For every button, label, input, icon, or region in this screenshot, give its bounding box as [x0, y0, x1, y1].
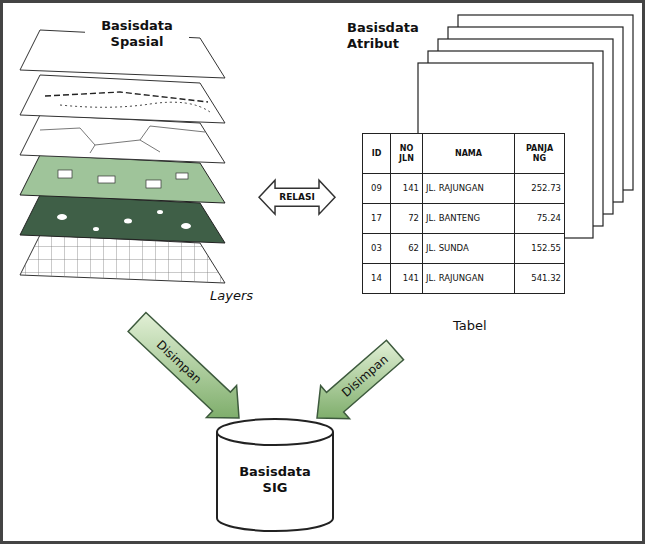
connector-label: Disimpan [340, 353, 390, 399]
table-cell: 252.73 [515, 174, 565, 204]
node-title: Basisdata Spasial [85, 18, 189, 49]
parcel [98, 176, 115, 183]
table-cell: 141 [391, 264, 423, 294]
cell-value: 03 [371, 244, 382, 254]
connector-label: Disimpan [155, 338, 204, 385]
table-cell: JL. SUNDA [423, 234, 515, 264]
table-cell: 75.24 [515, 204, 565, 234]
table-cell: 03 [363, 234, 391, 264]
table-cell: 152.55 [515, 234, 565, 264]
table-cell: 09 [363, 174, 391, 204]
connector-label: RELASI [279, 193, 315, 202]
cell-value: JL. RAJUNGAN [426, 274, 484, 284]
spot [124, 219, 132, 224]
column-header: NAMA [455, 149, 482, 158]
node-caption: Layers [210, 288, 253, 304]
table-header-cell: NO JLN [391, 134, 423, 174]
table-cell: 141 [391, 174, 423, 204]
cell-value: 141 [403, 274, 419, 284]
table-cell: 541.32 [515, 264, 565, 294]
table-cell: 17 [363, 204, 391, 234]
spatial-database: Basisdata SpasialLayers [15, 10, 259, 322]
cylinder-top [217, 419, 333, 445]
column-header: NO JLN [396, 144, 418, 162]
cell-value: JL. BANTENG [426, 214, 480, 224]
column-header: ID [372, 149, 382, 158]
table-header-cell: PANJA NG [515, 134, 565, 174]
relation-arrow [259, 180, 335, 214]
cylinder-body [217, 432, 333, 531]
spot [157, 210, 163, 214]
attribute-table: IDNO JLNNAMAPANJA NG09141JL. RAJUNGAN252… [362, 133, 565, 294]
cell-value: 62 [408, 244, 419, 254]
cell-value: 17 [371, 214, 382, 224]
table-cell: JL. RAJUNGAN [423, 174, 515, 204]
node-title: Basisdata Atribut [347, 20, 427, 51]
cell-value: 541.32 [531, 274, 561, 284]
dotted-line [60, 102, 210, 112]
table-cell: JL. BANTENG [423, 204, 515, 234]
gis-database-cylinder: Basisdata SIG [215, 418, 335, 533]
store-arrow [317, 340, 404, 419]
cell-value: 152.55 [531, 244, 561, 254]
parcel [58, 170, 72, 178]
parcel [146, 180, 161, 188]
spot [181, 223, 191, 229]
table-cell: 62 [391, 234, 423, 264]
store-arrow [128, 313, 239, 418]
node-caption: Tabel [453, 318, 487, 334]
table-header-cell: ID [363, 134, 391, 174]
table-cell: 72 [391, 204, 423, 234]
cell-value: 75.24 [537, 214, 561, 224]
cell-value: 252.73 [531, 184, 561, 194]
cell-value: 14 [371, 274, 382, 284]
parcel [176, 173, 188, 179]
cell-value: 141 [403, 184, 419, 194]
spot [57, 214, 67, 220]
table-cell: 14 [363, 264, 391, 294]
cell-value: JL. RAJUNGAN [426, 184, 484, 194]
layer-stack [20, 30, 225, 283]
line-layer [20, 75, 225, 123]
cell-value: 72 [408, 214, 419, 224]
table-cell: JL. RAJUNGAN [423, 264, 515, 294]
column-header: PANJA NG [523, 144, 557, 162]
node-title: Basisdata SIG [230, 464, 320, 495]
cell-value: JL. SUNDA [426, 244, 469, 254]
boundary-lines [40, 126, 205, 153]
dashed-line [45, 92, 208, 102]
table-header-cell: NAMA [423, 134, 515, 174]
spot [93, 227, 99, 231]
cell-value: 09 [371, 184, 382, 194]
